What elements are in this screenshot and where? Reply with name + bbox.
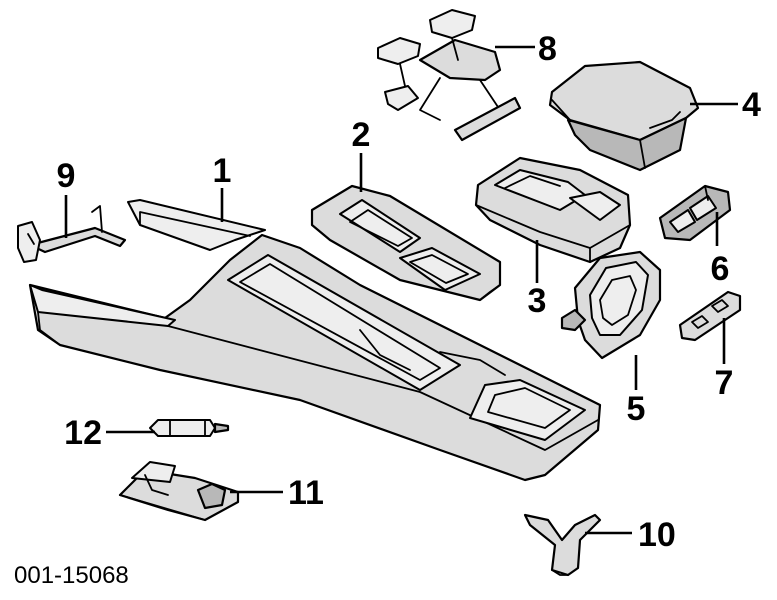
callout-6: 6 (711, 250, 730, 288)
leader-lines (64, 45, 738, 535)
part-1-console-body (28, 199, 602, 482)
callout-4: 4 (742, 86, 761, 124)
callout-2: 2 (352, 116, 371, 154)
part-12-bulb (149, 419, 230, 437)
part-3-console-insert (474, 156, 632, 264)
part-8-cup-holder (377, 9, 522, 142)
part-4-armrest-lid (548, 60, 700, 172)
callout-9: 9 (57, 157, 76, 195)
diagram-reference-number: 001-15068 (14, 562, 129, 589)
callout-1: 1 (213, 152, 232, 190)
part-6-switch-block (658, 184, 732, 242)
callout-3: 3 (528, 282, 547, 320)
callout-7: 7 (715, 364, 734, 402)
callout-10: 10 (638, 516, 676, 554)
callout-5: 5 (627, 390, 646, 428)
part-7-small-switch (678, 290, 742, 342)
part-10-support-bracket (523, 513, 602, 577)
callout-11: 11 (288, 474, 324, 512)
callout-labels: 1 2 3 4 5 6 7 8 9 10 11 12 (57, 30, 761, 554)
callout-12: 12 (64, 414, 102, 452)
callout-8: 8 (538, 30, 557, 68)
part-5-trim-ring (560, 250, 662, 360)
part-2-shifter-bezel (310, 184, 502, 302)
part-11-lamp-housing (118, 461, 240, 522)
part-9-bracket (17, 205, 127, 263)
